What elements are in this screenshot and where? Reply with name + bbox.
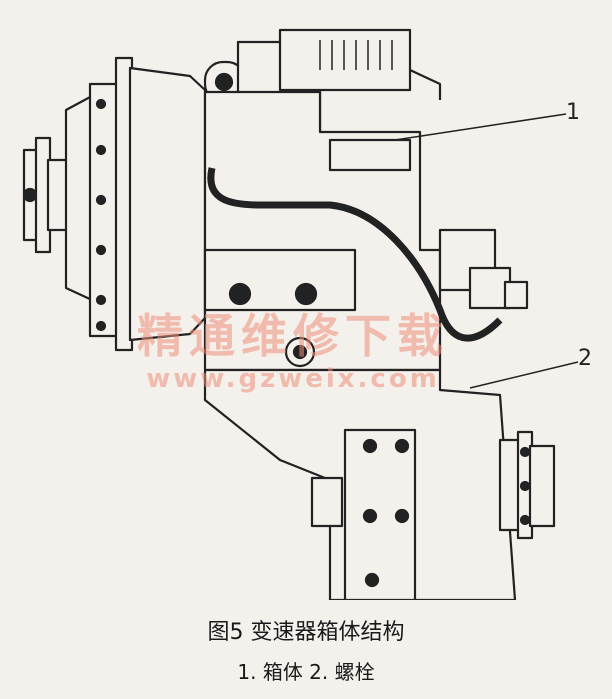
watermark: 精通维修下载 www.gzweix.com [128, 300, 458, 394]
callout-label-1: 1 [566, 100, 580, 125]
leader-line-2 [469, 361, 579, 389]
transmission-housing-drawing [22, 28, 579, 600]
watermark-main-text: 精通维修下载 [137, 309, 449, 363]
left-output-flange [22, 136, 72, 254]
oil-hose [207, 167, 503, 342]
bell-housing [64, 56, 207, 352]
right-output-flange [498, 430, 556, 540]
leader-line-1 [394, 113, 567, 141]
watermark-url-text: www.gzweix.com [146, 364, 440, 394]
figure-caption-title: 图5 变速器箱体结构 [207, 620, 405, 645]
figure-caption-legend: 1. 箱体 2. 螺栓 [237, 660, 375, 684]
callout-label-2: 2 [578, 346, 592, 371]
lower-transfer-case [203, 368, 517, 600]
right-fittings [438, 228, 529, 310]
gearbox-housing [203, 90, 442, 372]
